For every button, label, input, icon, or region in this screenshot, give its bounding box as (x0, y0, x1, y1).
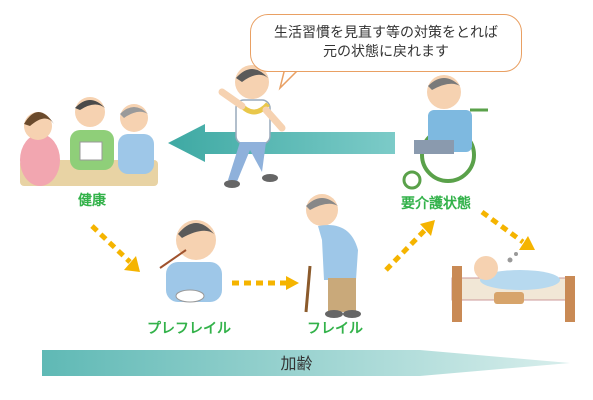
label-prefrail: プレフレイル (147, 321, 231, 337)
arrow-heads (124, 220, 535, 290)
label-care-needed: 要介護状態 (401, 196, 471, 212)
label-frail: フレイル (307, 321, 363, 337)
prefrail-man-illustration (159, 220, 222, 303)
walking-man-illustration (218, 65, 286, 188)
frail-man-illustration (304, 194, 361, 318)
healthy-group-illustration (20, 97, 158, 186)
speech-bubble: 生活習慣を見直す等の対策をとれば 元の状態に戻れます (250, 14, 522, 72)
speech-line-1: 生活習慣を見直す等の対策をとれば (274, 25, 498, 41)
bedridden-illustration (451, 252, 575, 322)
label-healthy: 健康 (78, 193, 106, 209)
aging-arrow (42, 350, 570, 376)
speech-line-2: 元の状態に戻れます (323, 44, 449, 60)
progress-arrows (90, 209, 525, 286)
label-aging: 加齢 (280, 354, 313, 373)
wheelchair-man-illustration (402, 75, 488, 190)
recovery-arrow (168, 124, 395, 162)
